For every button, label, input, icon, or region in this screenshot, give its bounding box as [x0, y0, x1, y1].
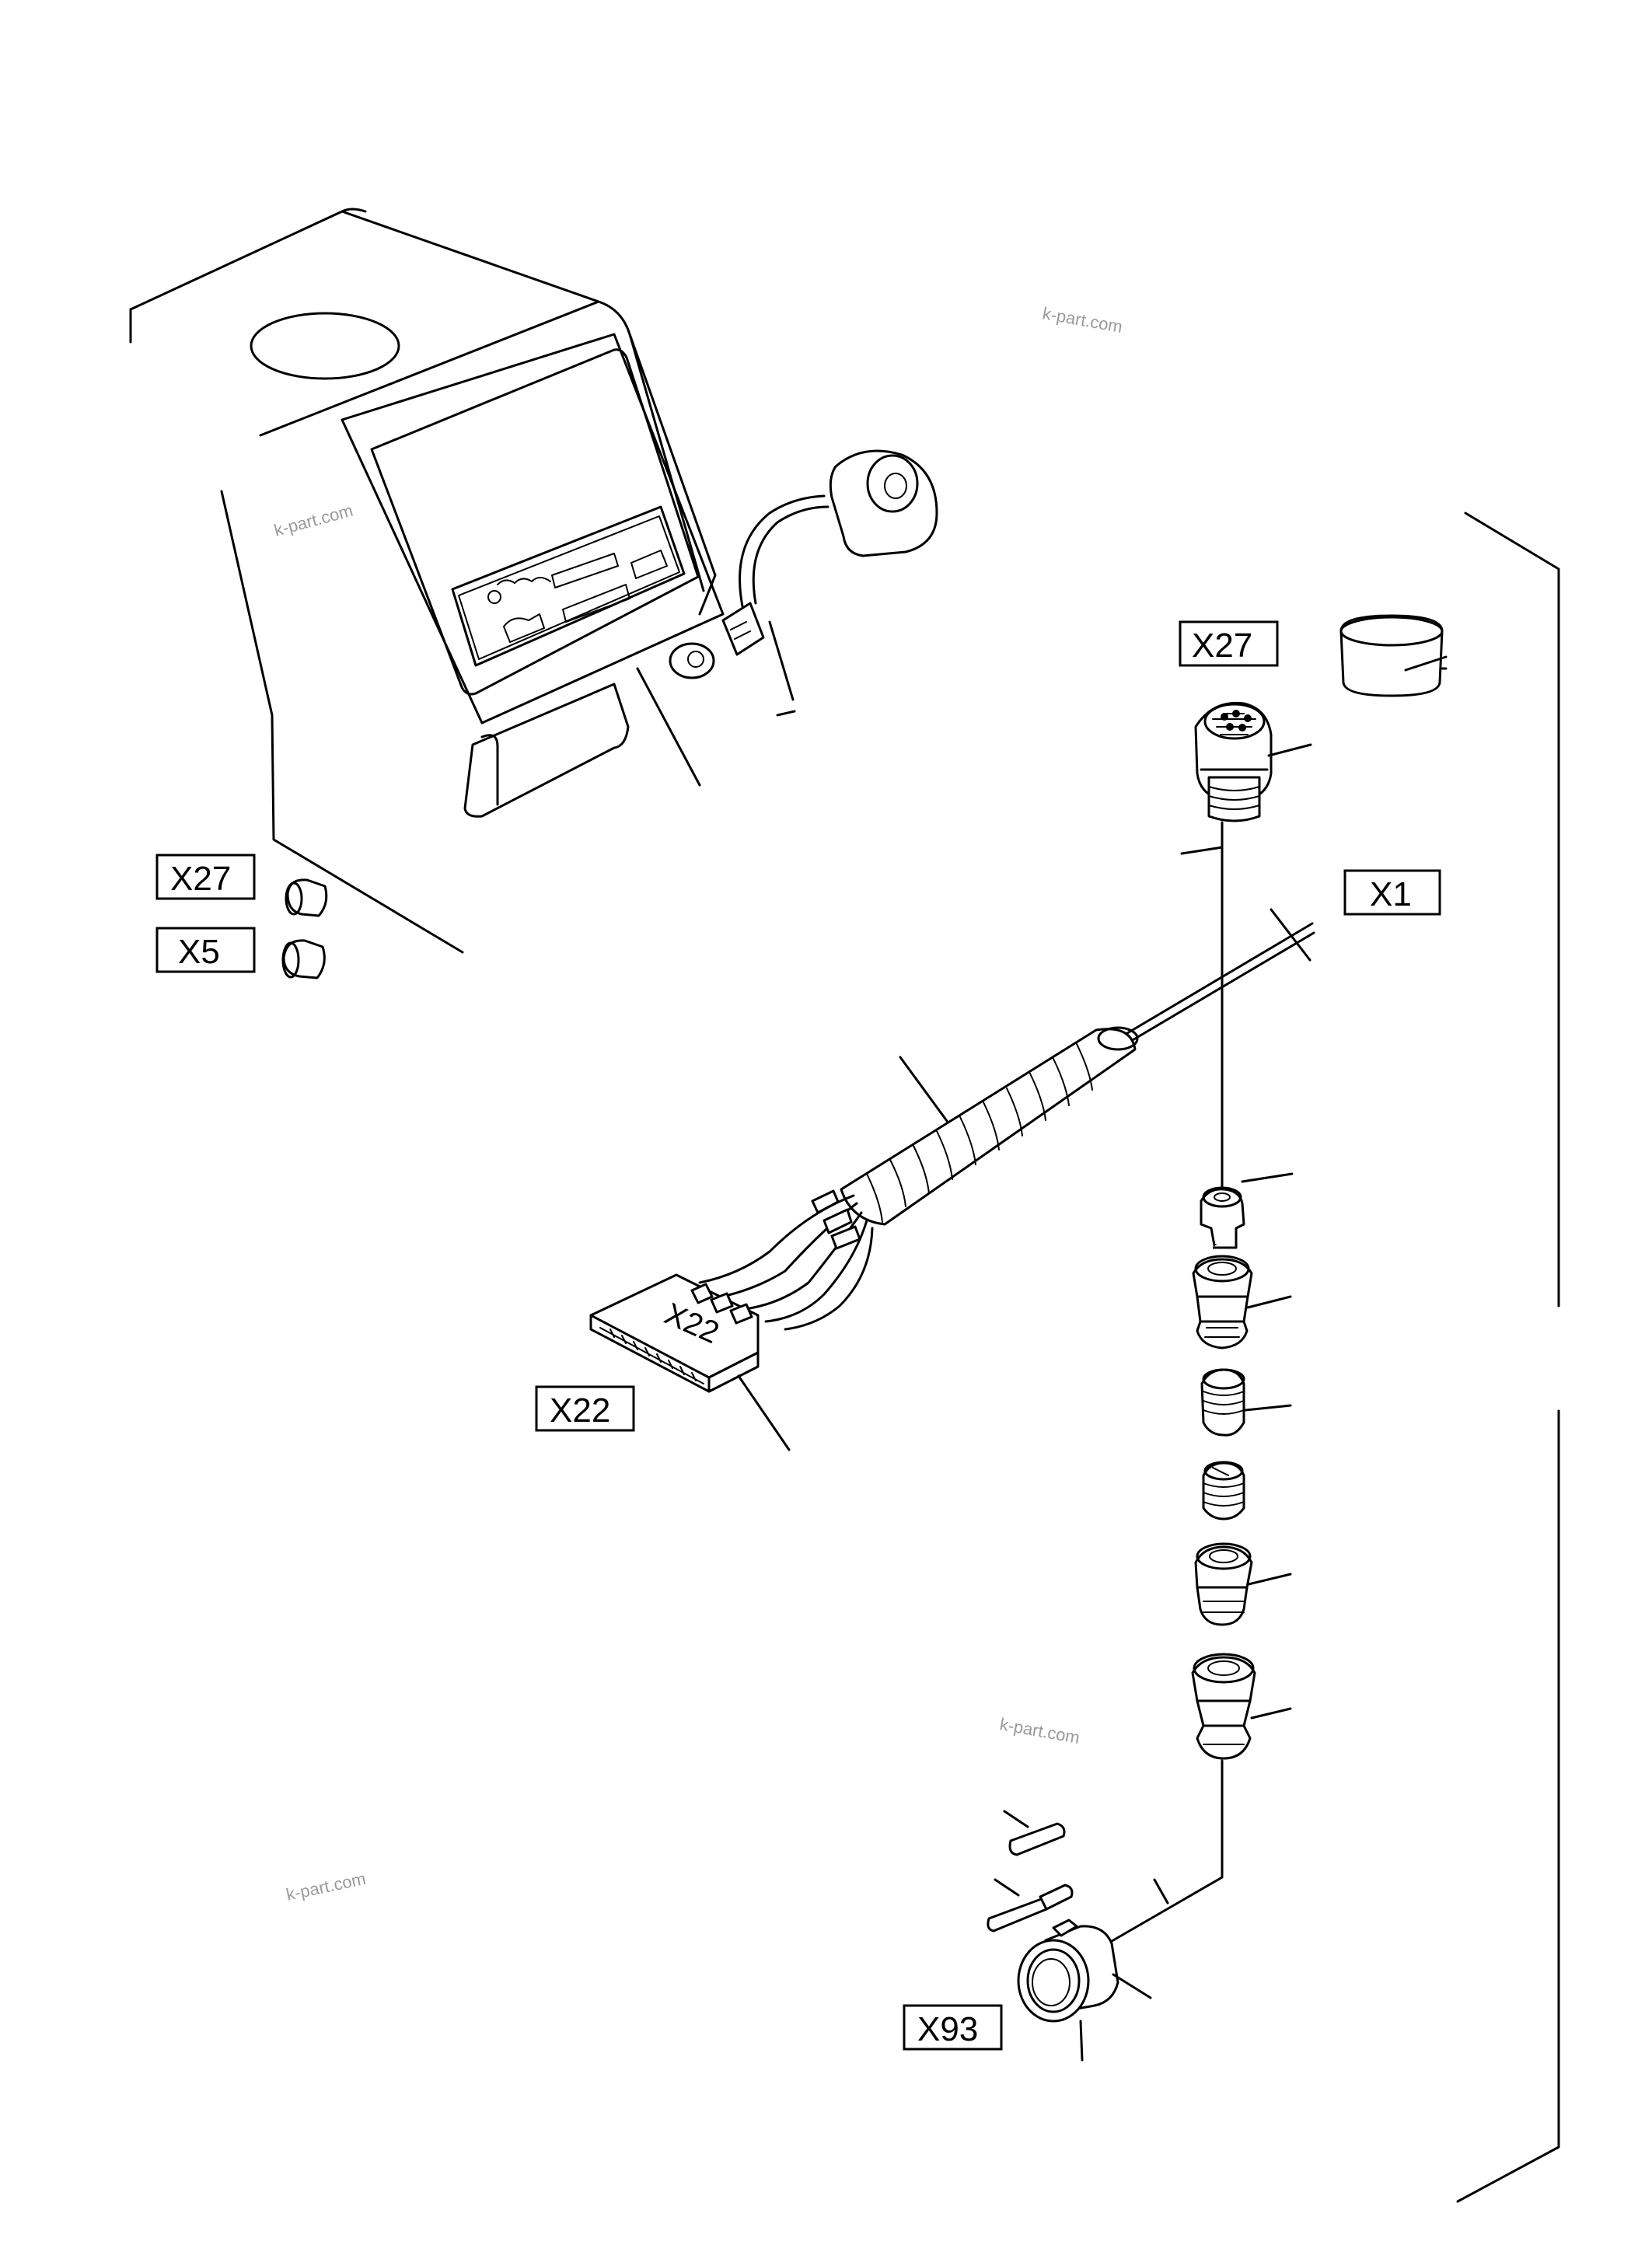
- label-x93: X93: [917, 2010, 978, 2048]
- x5-plug-left: [281, 939, 326, 979]
- leader-line: [1250, 1707, 1292, 1720]
- cable-x1: [1118, 922, 1314, 1039]
- leader-line: [1112, 1973, 1152, 1999]
- leader-line: [1153, 1878, 1169, 1905]
- leader-line: [737, 1374, 791, 1451]
- ignition-bulb-icon: [669, 642, 715, 679]
- gland-insert: [1202, 1461, 1245, 1521]
- label-box-x27-top: [1179, 620, 1279, 667]
- corrugated-harness: [840, 1026, 1139, 1226]
- cab-console: [129, 208, 938, 954]
- dust-cap-icon: [1339, 614, 1448, 697]
- label-x5: X5: [178, 933, 220, 971]
- contact-socket: [987, 1878, 1074, 1933]
- x27-round-connector: [1194, 701, 1273, 822]
- cable-gland-nut: [1200, 1186, 1245, 1249]
- label-x1: X1: [1370, 875, 1412, 913]
- leader-line: [1404, 655, 1448, 672]
- x22-connector: X22: [589, 1273, 760, 1393]
- gland-clamp-body: [1194, 1542, 1253, 1626]
- leader-line: [1241, 1172, 1294, 1183]
- x27-plug-left: [285, 878, 328, 917]
- leader-line: [1247, 1573, 1292, 1586]
- harness-wires: [698, 1189, 874, 1331]
- contact-pin: [1003, 1810, 1066, 1856]
- label-box-x27-left: [155, 854, 256, 900]
- roof-round-opening: [250, 312, 400, 380]
- leader-line: [1244, 1404, 1292, 1412]
- watermark: k-part.com: [998, 1714, 1081, 1747]
- cable-x93: [1106, 1759, 1224, 1945]
- label-x27-top: X27: [1192, 627, 1252, 665]
- leader-line: [1180, 846, 1224, 855]
- gland-adapter: [1191, 1653, 1256, 1760]
- label-x22: X22: [550, 1391, 610, 1430]
- sensor-ring-icon: [829, 449, 938, 557]
- assembly-bracket: [1456, 512, 1560, 2203]
- leader-line: [1246, 1295, 1292, 1309]
- leader-line: [1267, 743, 1312, 757]
- watermark: k-part.com: [285, 1869, 368, 1905]
- watermark: k-part.com: [1041, 303, 1124, 337]
- x93-round-connector: [1017, 1919, 1119, 2062]
- watermark: k-part.com: [272, 501, 355, 540]
- label-box-x5: [155, 927, 256, 973]
- leader-line: [1270, 908, 1311, 962]
- label-box-x93: [903, 2004, 1003, 2051]
- gland-seal: [1200, 1368, 1245, 1437]
- connector-plug-icon: [721, 602, 765, 656]
- gland-body-hex: [1192, 1255, 1253, 1349]
- label-box-x1: [1343, 869, 1441, 916]
- label-box-x22: [535, 1385, 635, 1432]
- label-x27-left: X27: [170, 860, 231, 898]
